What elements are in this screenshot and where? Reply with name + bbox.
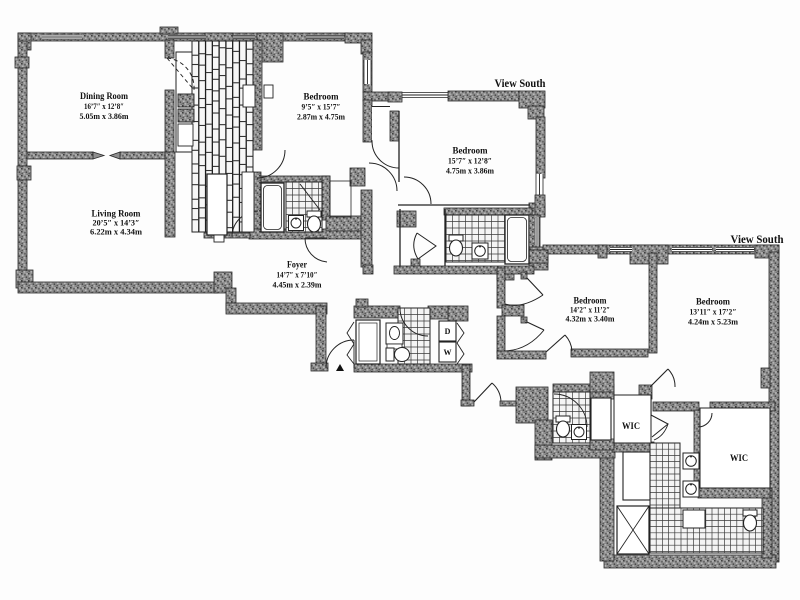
svg-text:2.87m x 4.75m: 2.87m x 4.75m — [297, 112, 346, 122]
svg-text:20’5″ x 14’3″: 20’5″ x 14’3″ — [93, 218, 140, 228]
svg-text:Dining Room: Dining Room — [80, 92, 128, 102]
svg-text:WIC: WIC — [730, 454, 748, 464]
svg-text:4.32m x 3.40m: 4.32m x 3.40m — [566, 314, 616, 324]
svg-text:Foyer: Foyer — [287, 261, 308, 271]
svg-text:Bedroom: Bedroom — [453, 147, 488, 157]
svg-text:14’2″ x 11’2″: 14’2″ x 11’2″ — [570, 305, 610, 315]
svg-text:D: D — [445, 327, 451, 336]
svg-text:16’7″ x 12’8″: 16’7″ x 12’8″ — [84, 101, 124, 111]
svg-text:Bedroom: Bedroom — [304, 93, 339, 103]
svg-text:Bedroom: Bedroom — [696, 298, 730, 308]
svg-text:View South: View South — [495, 76, 546, 90]
svg-text:4.75m x 3.86m: 4.75m x 3.86m — [446, 166, 495, 176]
svg-text:13’11″ x 17’2″: 13’11″ x 17’2″ — [690, 307, 737, 317]
svg-text:4.45m x 2.39m: 4.45m x 2.39m — [273, 280, 323, 290]
svg-text:14’7″ x 7’10″: 14’7″ x 7’10″ — [277, 270, 318, 280]
svg-text:WIC: WIC — [622, 422, 640, 432]
svg-text:Living Room: Living Room — [92, 210, 141, 220]
svg-text:15’7″ x 12’8″: 15’7″ x 12’8″ — [448, 156, 492, 166]
svg-text:6.22m x 4.34m: 6.22m x 4.34m — [90, 227, 143, 237]
svg-text:4.24m x 5.23m: 4.24m x 5.23m — [688, 317, 739, 327]
svg-text:Bedroom: Bedroom — [574, 297, 607, 307]
svg-text:W: W — [444, 348, 452, 357]
svg-text:5.05m x 3.86m: 5.05m x 3.86m — [80, 111, 130, 121]
svg-text:9’5″ x 15’7″: 9’5″ x 15’7″ — [302, 102, 341, 112]
svg-text:View South: View South — [731, 232, 784, 246]
